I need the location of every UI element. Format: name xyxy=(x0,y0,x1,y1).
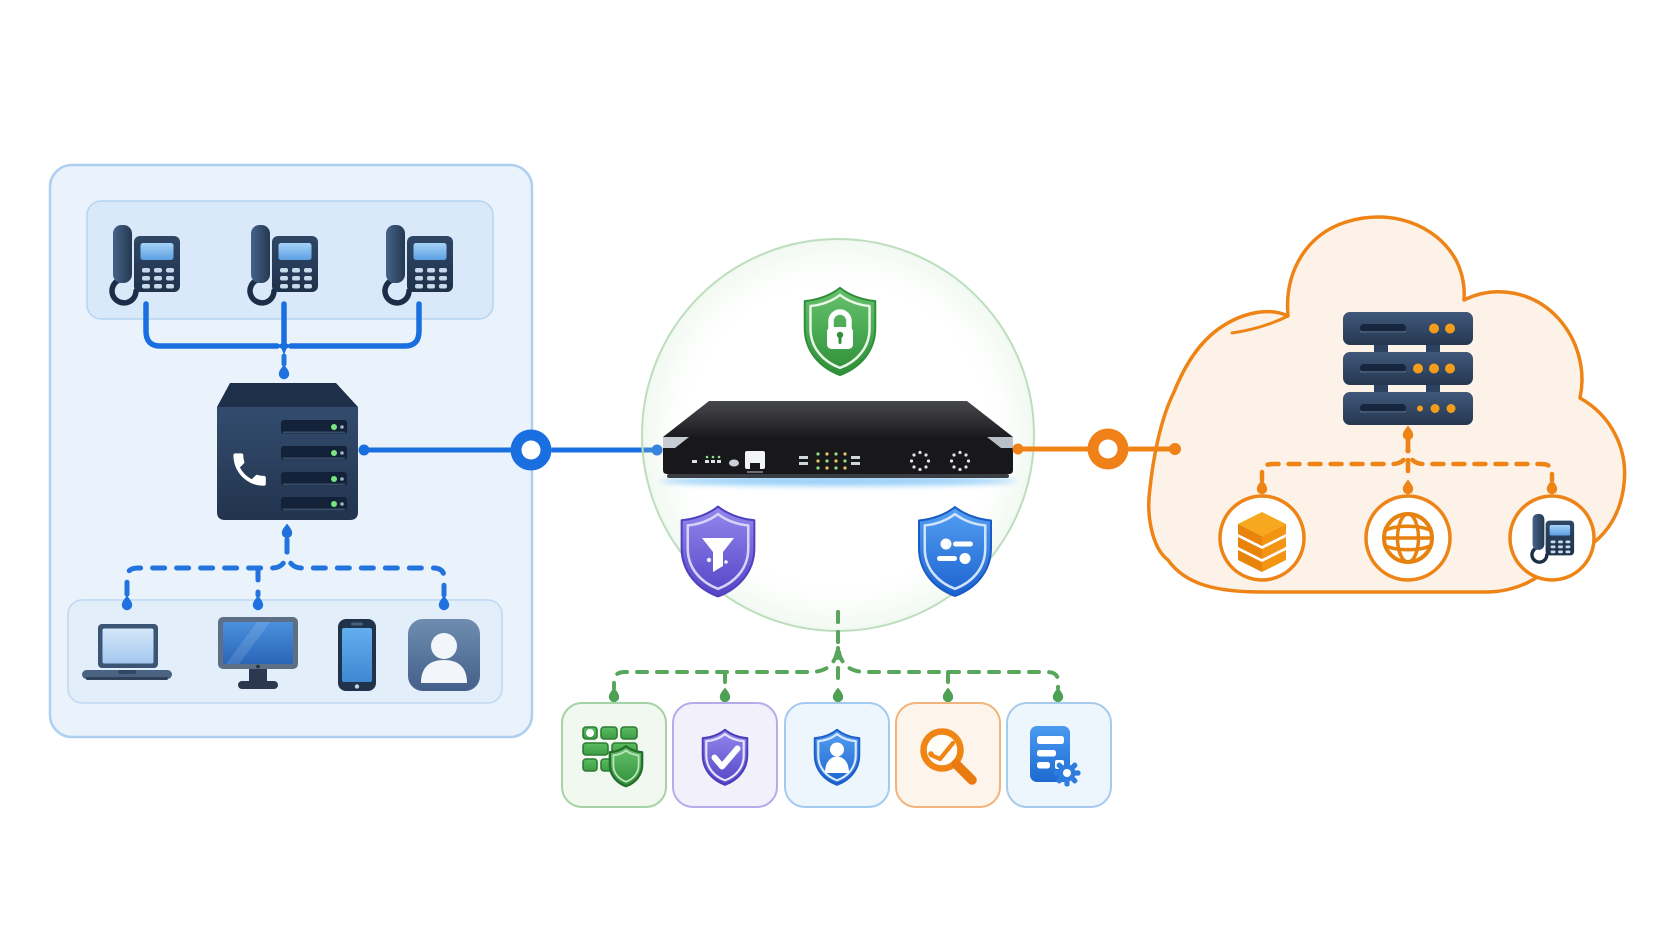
smartphone-icon xyxy=(338,619,376,691)
connector-drop-dot xyxy=(942,687,954,703)
server-slots xyxy=(281,420,347,511)
connector-drop-dot xyxy=(719,687,731,703)
sbc-to-features-link xyxy=(612,610,1060,690)
phone-handset-glyph xyxy=(233,453,266,486)
ethernet-port-icon xyxy=(745,451,765,473)
sliders-glyph xyxy=(937,538,973,564)
pbx-to-devices-link xyxy=(124,537,447,598)
status-leds xyxy=(692,455,739,467)
appliance-glow xyxy=(660,476,1016,486)
connector-drop-dot xyxy=(832,687,844,703)
user-avatar-icon xyxy=(408,619,480,691)
storage-cube-icon xyxy=(1238,512,1286,572)
lock-glyph xyxy=(827,309,853,349)
shield-user-icon xyxy=(813,728,861,786)
cloud-seam xyxy=(1230,314,1290,335)
analytics-magnifier-icon xyxy=(920,728,977,785)
filter-shield-icon xyxy=(680,505,756,598)
firewall-icon xyxy=(582,726,644,788)
pbx-server-icon xyxy=(217,383,358,520)
on-premise-panel xyxy=(48,163,534,739)
connector-drop-dot xyxy=(608,687,620,703)
pbx-to-sbc-link xyxy=(358,429,663,471)
stack-to-services-link xyxy=(1259,437,1555,483)
laptop-icon xyxy=(82,624,172,680)
sbc-appliance xyxy=(660,401,1016,486)
connector-drop-dot xyxy=(1052,687,1064,703)
controls-shield-icon xyxy=(918,506,992,597)
funnel-glyph xyxy=(702,538,734,572)
led-matrix xyxy=(799,452,860,470)
feature-cards xyxy=(561,702,1112,808)
gear-icon xyxy=(1053,759,1081,787)
shield-check-icon xyxy=(701,728,749,786)
cloud-services xyxy=(1012,215,1627,594)
sbc-to-cloud-link xyxy=(1012,428,1181,470)
lock-shield-icon xyxy=(803,286,877,377)
junction-diamond xyxy=(275,337,293,355)
server-stack-icon xyxy=(1343,312,1473,425)
globe-icon xyxy=(1382,512,1434,564)
desktop-icon xyxy=(218,617,298,689)
document-gear-icon xyxy=(1030,726,1081,787)
